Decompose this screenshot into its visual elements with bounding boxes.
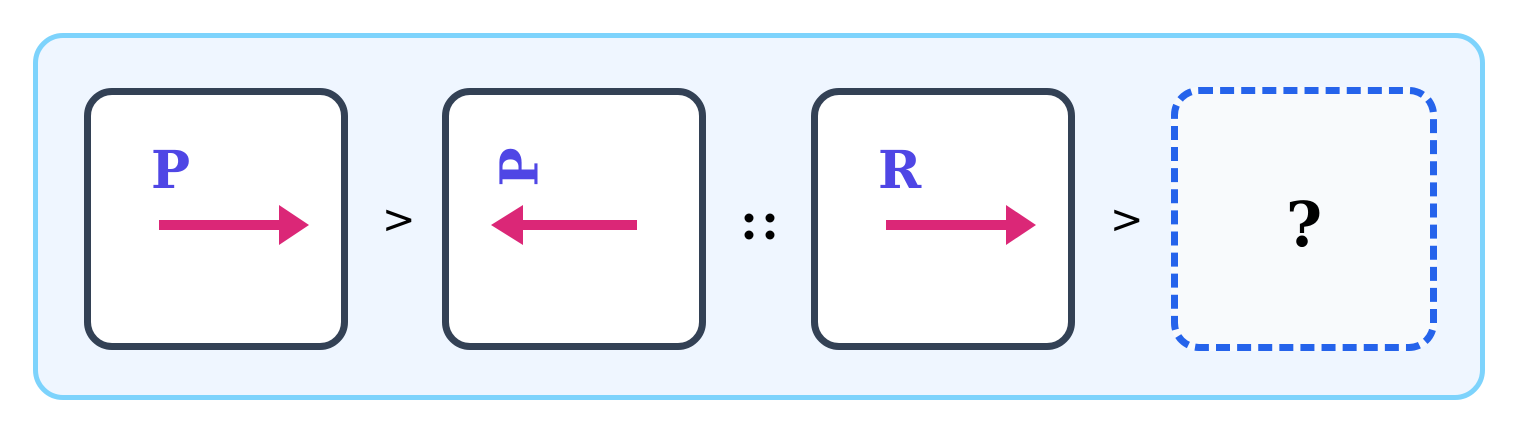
question-mark: ? bbox=[1285, 188, 1323, 261]
card-3: R bbox=[811, 88, 1075, 350]
left-arrow-icon bbox=[491, 205, 637, 245]
card-1-letter: P bbox=[151, 140, 191, 201]
right-arrow-icon bbox=[159, 205, 309, 245]
relation-symbol-1: > bbox=[382, 197, 416, 243]
analogy-symbol bbox=[744, 213, 775, 240]
answer-card[interactable]: ? bbox=[1171, 87, 1437, 351]
right-arrow-icon bbox=[886, 205, 1036, 245]
card-1: P bbox=[84, 88, 348, 350]
card-2: P bbox=[442, 88, 706, 350]
relation-symbol-2: > bbox=[1110, 197, 1144, 243]
card-3-letter: R bbox=[878, 140, 922, 201]
